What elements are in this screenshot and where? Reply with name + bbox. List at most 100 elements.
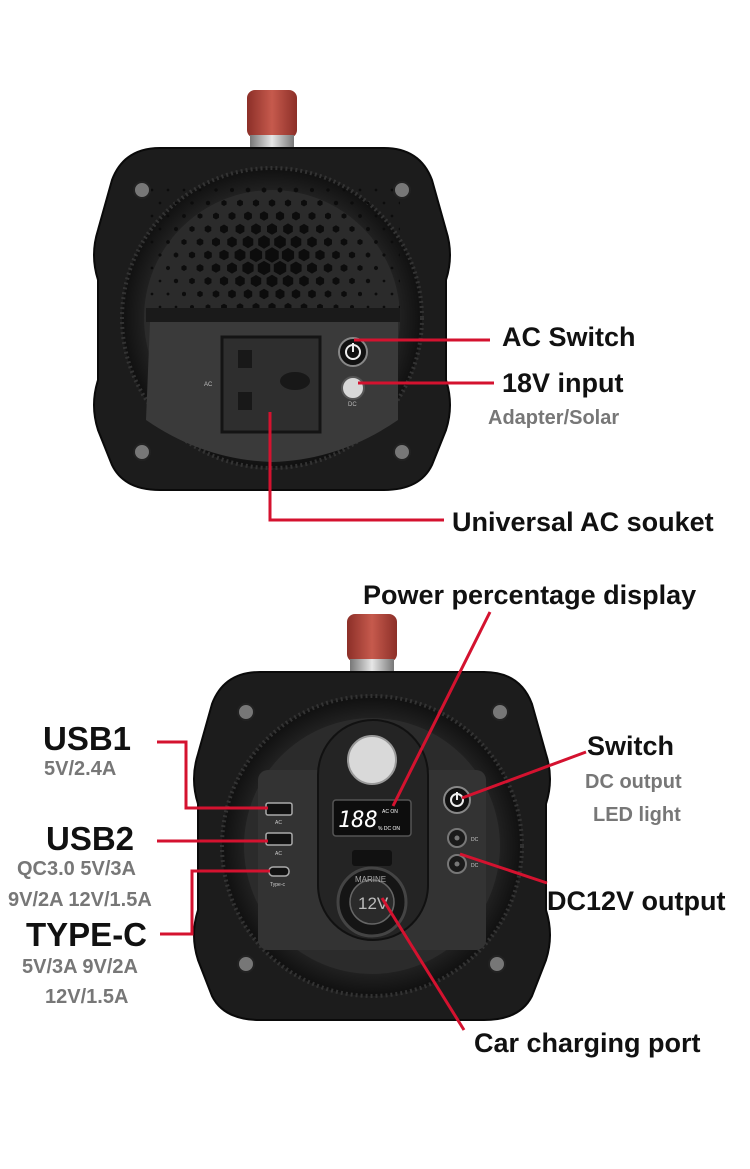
speaker-grill (150, 187, 400, 310)
grill-hole (283, 223, 293, 235)
grill-hole (214, 188, 218, 192)
grill-hole (282, 275, 294, 287)
grill-hole (251, 223, 261, 235)
grill-hole (249, 247, 263, 263)
grill-hole (366, 226, 370, 232)
grill-hole (158, 253, 162, 257)
grill-hole (228, 289, 236, 299)
grill-hole (290, 235, 302, 249)
grill-hole (326, 188, 330, 192)
grill-hole (173, 252, 179, 258)
grill-hole (265, 247, 279, 263)
grill-hole (358, 213, 362, 219)
grill-hole (358, 188, 362, 192)
typec-sub1-callout: 5V/3A 9V/2A (22, 956, 138, 978)
grill-hole (333, 200, 339, 206)
top-dc-label: DC (348, 402, 357, 408)
typec-sub2-callout: 12V/1.5A (45, 986, 129, 1008)
car-socket-cap (352, 850, 392, 866)
grill-hole (390, 188, 394, 192)
grill-hole (266, 274, 278, 288)
usb2-sub1-callout: QC3.0 5V/3A (17, 858, 136, 880)
grill-hole (189, 226, 195, 232)
grill-hole (374, 292, 378, 296)
grill-hole (166, 214, 170, 218)
grill-hole (220, 224, 228, 234)
grill-hole (341, 290, 347, 298)
grill-hole (204, 250, 212, 260)
grill-hole (357, 265, 363, 271)
grill-hole (204, 277, 212, 285)
grill-hole (227, 262, 237, 274)
grill-hole (365, 278, 371, 284)
grill-hole (374, 214, 378, 218)
grill-hole (341, 213, 347, 219)
grill-hole (245, 187, 251, 193)
switch-callout: Switch (587, 731, 675, 761)
grill-hole (150, 214, 154, 218)
grill-hole (374, 239, 378, 245)
top-callout-lines (268, 338, 494, 522)
grill-hole (182, 188, 186, 192)
grill-hole (299, 275, 309, 287)
grill-hole (315, 249, 325, 261)
grill-hole (365, 252, 371, 258)
switch-leader (461, 750, 587, 800)
grill-hole (310, 187, 314, 193)
grill-hole (382, 253, 386, 257)
grill-hole (316, 224, 324, 234)
grill-hole (317, 200, 323, 206)
usb2-callout: USB2 (46, 820, 135, 857)
grill-hole (150, 266, 154, 270)
grill-hole (182, 213, 186, 219)
input-sub-callout: Adapter/Solar (488, 407, 620, 429)
grill-hole (188, 251, 196, 259)
grill-hole (150, 240, 154, 244)
top-screws (133, 181, 411, 461)
dc-input-port (341, 376, 365, 400)
grill-hole (181, 239, 187, 245)
grill-hole (390, 266, 394, 270)
lcd-display (332, 799, 412, 837)
grill-hole (268, 199, 276, 207)
top-unit: AC DC (93, 90, 451, 491)
grill-hole (301, 199, 307, 207)
grill-hole (267, 223, 277, 235)
grill-hole (259, 211, 269, 221)
typec-leader (160, 869, 270, 936)
grill-hole (281, 247, 295, 263)
usb2-port (265, 832, 293, 846)
grill-hole (197, 290, 203, 298)
grill-hole (244, 211, 252, 221)
grill-hole (211, 263, 221, 273)
grill-hole (274, 235, 286, 249)
grill-hole (190, 201, 194, 205)
typec-callout: TYPE-C (26, 916, 148, 953)
grill-hole (299, 223, 309, 235)
grill-hole (298, 248, 310, 262)
car-leader (380, 897, 466, 1031)
grill-hole (235, 275, 245, 287)
usb2-sub2-callout: 9V/2A 12V/1.5A (8, 889, 152, 911)
grill-hole (182, 291, 186, 297)
grill-hole (158, 227, 162, 231)
grill-hole (293, 187, 299, 193)
grill-hole (357, 239, 363, 245)
grill-hole (258, 235, 270, 249)
grill-hole (292, 211, 300, 221)
grill-hole (398, 305, 400, 309)
grill-hole (242, 261, 254, 275)
grill-hole (340, 264, 348, 272)
grill-hole (308, 212, 316, 220)
grill-hole (275, 211, 285, 221)
grill-hole (332, 250, 340, 260)
top-divider (146, 308, 400, 322)
grill-hole (221, 200, 227, 206)
grill-hole (277, 187, 283, 193)
grill-hole (158, 201, 162, 205)
switch-sub1-callout: DC output (585, 771, 682, 793)
grill-hole (382, 279, 386, 283)
ac-switch-callout: AC Switch (502, 322, 636, 352)
usb1-port-label: AC (275, 820, 282, 826)
grill-hole (349, 226, 355, 232)
